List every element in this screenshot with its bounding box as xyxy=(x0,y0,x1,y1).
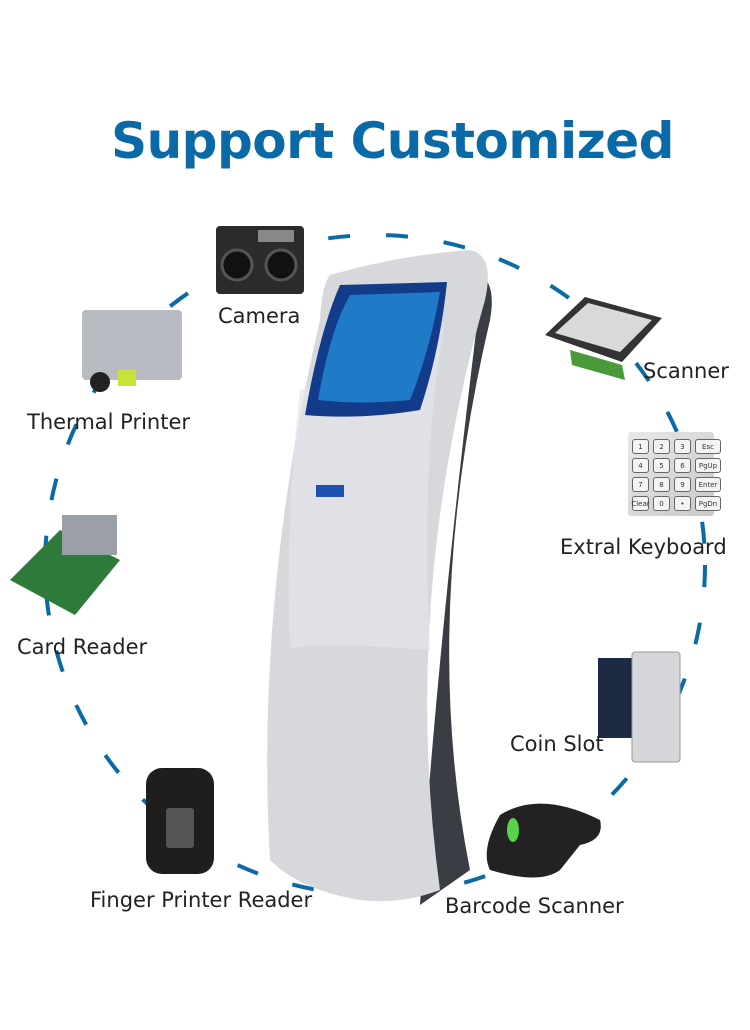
dashed-ring xyxy=(43,233,707,897)
page-title: Support Customized xyxy=(111,112,674,170)
keypad-key: Enter xyxy=(695,477,721,492)
keypad-key: 8 xyxy=(653,477,670,492)
fingerprint-reader-image xyxy=(146,768,214,874)
camera-image xyxy=(216,226,304,294)
kiosk-image xyxy=(267,250,492,905)
card-reader-image xyxy=(10,515,120,615)
keypad-key: 4 xyxy=(632,458,649,473)
label-thermal-printer: Thermal Printer xyxy=(27,410,191,434)
keypad-key: Clear xyxy=(631,496,650,511)
label-scanner: Scanner xyxy=(643,359,729,383)
keypad-key: • xyxy=(674,496,691,511)
keypad-key: 1 xyxy=(632,439,649,454)
keypad-key: 7 xyxy=(632,477,649,492)
keypad-key: 9 xyxy=(674,477,691,492)
keypad-key: Esc xyxy=(695,439,721,454)
label-keyboard: Extral Keyboard xyxy=(560,535,727,559)
keypad-key: PgUp xyxy=(695,458,721,473)
scanner-image xyxy=(545,297,662,380)
keypad-image: 1 2 3 Esc 4 5 6 PgUp 7 8 9 Enter Clear 0… xyxy=(628,432,721,516)
barcode-scanner-image xyxy=(486,803,601,878)
keypad-key: 2 xyxy=(653,439,670,454)
keypad-key: PgDn xyxy=(695,496,721,511)
label-camera: Camera xyxy=(218,304,301,328)
keypad-key: 5 xyxy=(653,458,670,473)
keypad-key: 3 xyxy=(674,439,691,454)
label-coin-slot: Coin Slot xyxy=(510,732,604,756)
label-finger-reader: Finger Printer Reader xyxy=(90,888,313,912)
label-barcode-scanner: Barcode Scanner xyxy=(445,894,624,918)
keypad-key: 0 xyxy=(653,496,670,511)
coin-slot-image xyxy=(598,651,681,763)
label-card-reader: Card Reader xyxy=(17,635,148,659)
thermal-printer-image xyxy=(82,310,182,392)
keypad-key: 6 xyxy=(674,458,691,473)
